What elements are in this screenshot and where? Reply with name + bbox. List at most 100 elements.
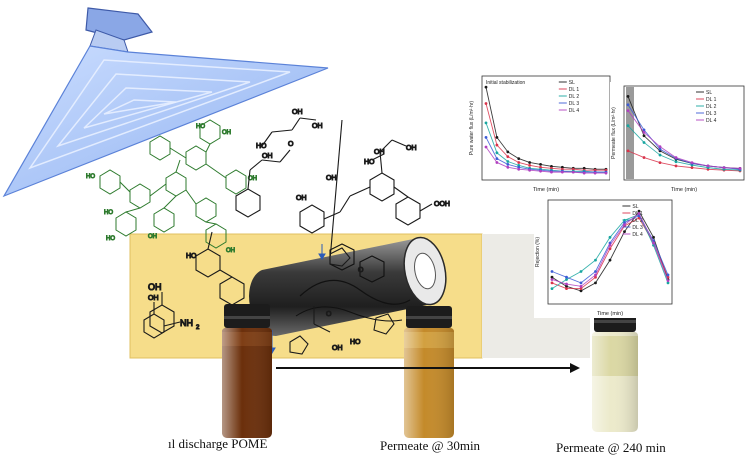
chart-2-point-3-3	[594, 270, 597, 273]
chart-0-point-1-1	[495, 143, 499, 147]
svg-text:OH: OH	[374, 149, 385, 156]
chart-1-ylabel: Permeate flux (L/m²·hr)	[611, 107, 617, 159]
chart-1-stabilization-band	[626, 87, 634, 179]
chart-0-line-0	[485, 87, 606, 170]
chart-0-point-1-4	[528, 163, 532, 167]
svg-text:OH: OH	[148, 234, 157, 240]
svg-text:O: O	[326, 311, 332, 318]
chart-1-point-1-3	[674, 164, 678, 168]
chart-0-point-1-0	[484, 102, 488, 105]
chart-0-point-4-0	[484, 145, 488, 149]
chart-1-point-4-3	[674, 156, 678, 159]
chart-1-point-1-1	[642, 156, 646, 159]
chart-0-point-0-6	[550, 164, 553, 168]
chart-0-point-4-9	[582, 171, 586, 175]
chart-0-point-3-1	[495, 157, 499, 161]
chart-2-point-3-2	[579, 281, 583, 285]
chart-2-point-0-2	[579, 289, 583, 293]
chart-2-point-2-3	[594, 258, 597, 262]
svg-text:HO: HO	[106, 236, 115, 242]
tannic-acid-structure: HO OH HO HO HO OH OH OH	[86, 119, 258, 255]
svg-text:HO: HO	[256, 143, 267, 150]
svg-text:OOH: OOH	[434, 201, 450, 208]
chart-1-point-1-2	[658, 161, 662, 164]
chart-2-ylabel: Rejection (%)	[535, 237, 541, 267]
svg-text:OH: OH	[148, 282, 162, 292]
chart-2-point-3-5	[623, 221, 626, 224]
chart-1-legend-label-3: DL 3	[706, 111, 717, 117]
chart-1-legend-label-4: DL 4	[706, 118, 717, 124]
chart-1-point-0-0	[626, 94, 630, 98]
chart-1-point-2-3	[674, 160, 678, 164]
chart-0-point-4-10	[593, 171, 597, 175]
chart-0-point-4-1	[495, 161, 499, 164]
hollow-fiber-membrane	[249, 236, 447, 337]
chart-0-point-0-3	[517, 157, 521, 161]
svg-text:HO: HO	[86, 174, 95, 180]
svg-text:HO: HO	[104, 210, 113, 216]
chart-1-point-3-0	[626, 103, 630, 107]
chart-1-legend-label-0: SL	[706, 90, 712, 96]
chart-2-point-4-6	[637, 211, 641, 215]
chart-0-point-3-3	[517, 165, 521, 169]
svg-text:OH: OH	[292, 109, 303, 116]
chart-2-point-4-5	[623, 223, 626, 227]
chart-2-point-1-0	[550, 281, 554, 285]
chart-2-point-0-0	[550, 275, 554, 279]
chart-2-frame	[547, 199, 673, 305]
bottle-permeate-240min	[592, 310, 638, 432]
chart-2-legend-label-0: SL	[632, 204, 638, 210]
chart-0-point-2-0	[484, 121, 488, 125]
chart-2-point-0-3	[594, 281, 597, 285]
chart-0-legend-label-1: DL 1	[569, 87, 580, 93]
chart-0-point-0-4	[528, 161, 532, 164]
chart-1-point-1-4	[690, 166, 694, 170]
chart-1-point-4-5	[706, 164, 710, 168]
chart-2-point-2-8	[666, 281, 670, 285]
chart-0-annotation: Initial stabilization	[486, 80, 525, 86]
svg-text:NH: NH	[180, 318, 193, 328]
chart-0-point-4-11	[604, 171, 608, 175]
chart-1-line-1	[627, 150, 741, 172]
svg-text:OH: OH	[406, 145, 417, 152]
chart-1-point-1-0	[626, 149, 630, 153]
chart-2-point-4-1	[565, 282, 568, 286]
chart-2-point-4-0	[550, 278, 554, 281]
chart-0-point-0-0	[484, 85, 488, 89]
chart-0-point-1-2	[506, 155, 510, 159]
chart-0-point-0-9	[582, 166, 586, 170]
chart-0-point-0-7	[560, 165, 564, 169]
chart-2-point-4-8	[666, 279, 670, 283]
chart-2-point-4-4	[608, 243, 612, 247]
chart-0-point-4-2	[506, 165, 510, 169]
svg-text:OH: OH	[326, 175, 337, 182]
chart-1-point-2-2	[658, 153, 662, 157]
chart-0-line-4	[485, 146, 606, 174]
chart-1-line-2	[627, 125, 741, 171]
chart-2-point-2-0	[550, 287, 554, 291]
chart-2-point-1-1	[565, 287, 568, 291]
chart-1-point-4-1	[642, 131, 646, 134]
chart-0-point-1-5	[539, 165, 542, 169]
caption-raw-pome: ıl discharge POME	[168, 436, 268, 451]
svg-text:OH: OH	[296, 195, 307, 202]
caption-permeate-30min: Permeate @ 30min	[380, 438, 481, 453]
svg-text:O: O	[358, 267, 364, 274]
chart-0-point-0-2	[506, 150, 510, 154]
chart-2-legend-label-4: DL 4	[632, 232, 643, 238]
chart-0-background	[468, 72, 614, 194]
chart-2-point-4-7	[652, 241, 655, 245]
svg-text:OH: OH	[226, 248, 235, 254]
bottle-raw-pome	[222, 304, 272, 438]
svg-text:OH: OH	[148, 295, 159, 302]
chart-2-point-3-0	[550, 270, 554, 273]
chart-0-point-1-6	[550, 166, 553, 170]
chart-1-legend-label-1: DL 1	[706, 97, 717, 103]
chart-0-point-1-7	[560, 167, 564, 171]
svg-text:OH: OH	[332, 345, 343, 352]
chart-0-point-1-3	[517, 161, 521, 164]
chart-0-point-2-3	[517, 163, 521, 167]
svg-text:HO: HO	[364, 159, 375, 166]
